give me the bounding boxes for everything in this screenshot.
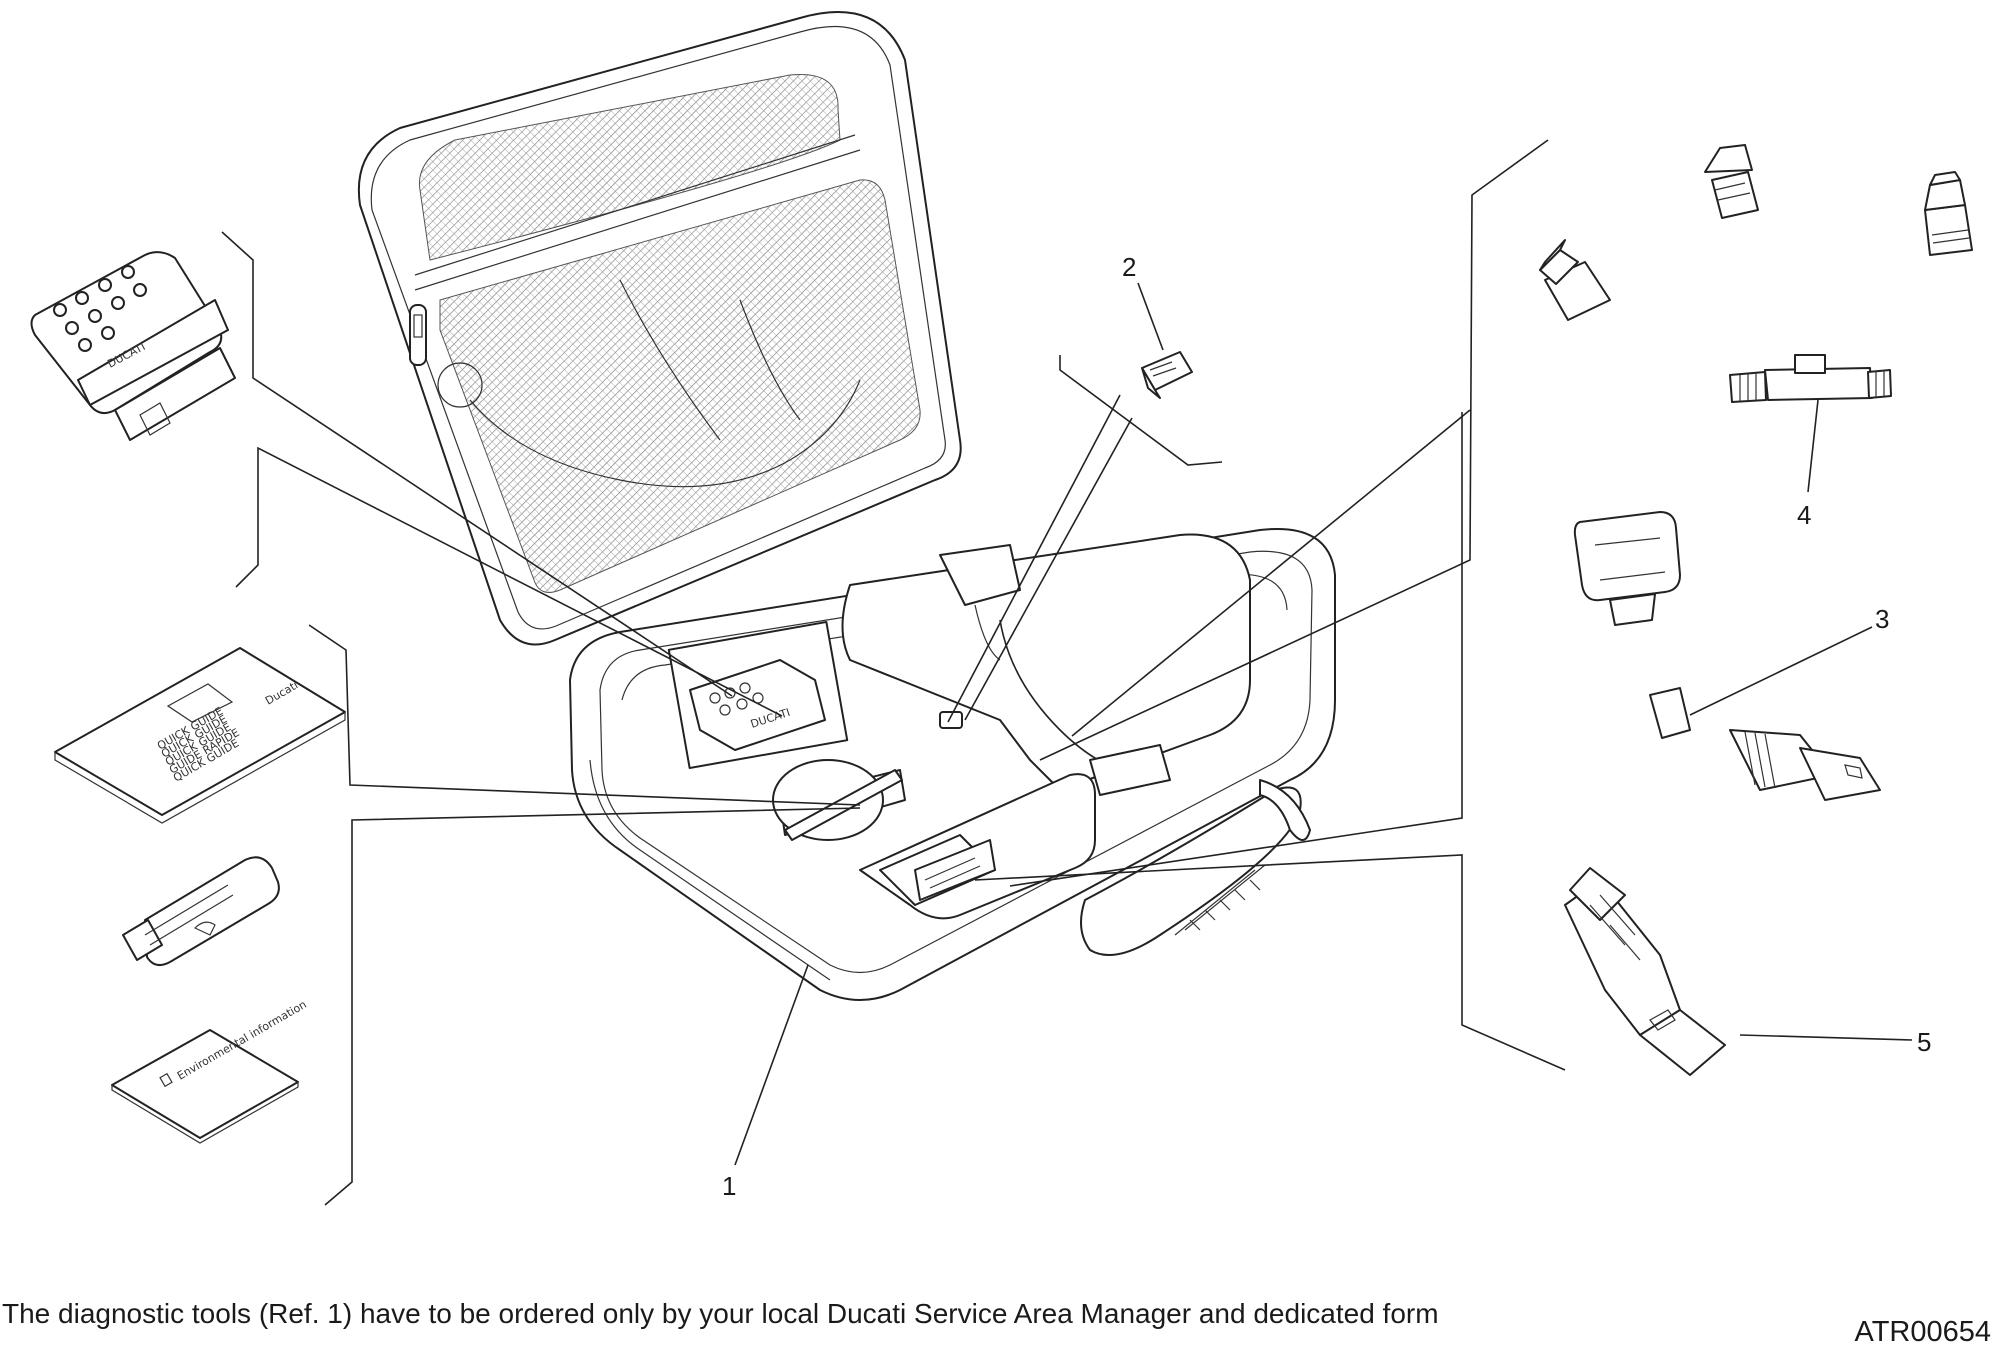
tray-cable-icon: [939, 544, 1171, 796]
y-cable-part-4: [1539, 144, 1973, 403]
obd-cable-part-3: [1573, 511, 1881, 801]
connector-plug-part-5: [1564, 867, 1726, 1076]
tray-interface-icon: DUCATI: [689, 659, 826, 751]
callout-5: 5: [1917, 1027, 1931, 1057]
callout-3: 3: [1875, 604, 1889, 634]
environmental-info-card: Environmental information: [111, 998, 309, 1144]
diagnostic-interface-device: DUCATI: [30, 251, 236, 441]
leader-lines: [221, 139, 1913, 1206]
quick-guide-booklet: Ducati QUICK GUIDE QUICK GUIDE QUICK GUI…: [54, 647, 346, 824]
tray-connector-icon: [879, 834, 996, 906]
zipper-pull-icon: [409, 304, 427, 366]
drawing-code: ATR00654: [1854, 1316, 1992, 1348]
callout-1: 1: [722, 1171, 736, 1201]
usb-key: [122, 856, 280, 967]
diagnostic-case: DUCATI: [357, 11, 1336, 1001]
ordering-note: The diagnostic tools (Ref. 1) have to be…: [2, 1298, 1439, 1329]
callout-4: 4: [1797, 500, 1811, 530]
usb-dongle-part-2: [1141, 351, 1193, 399]
callout-2: 2: [1122, 252, 1136, 282]
